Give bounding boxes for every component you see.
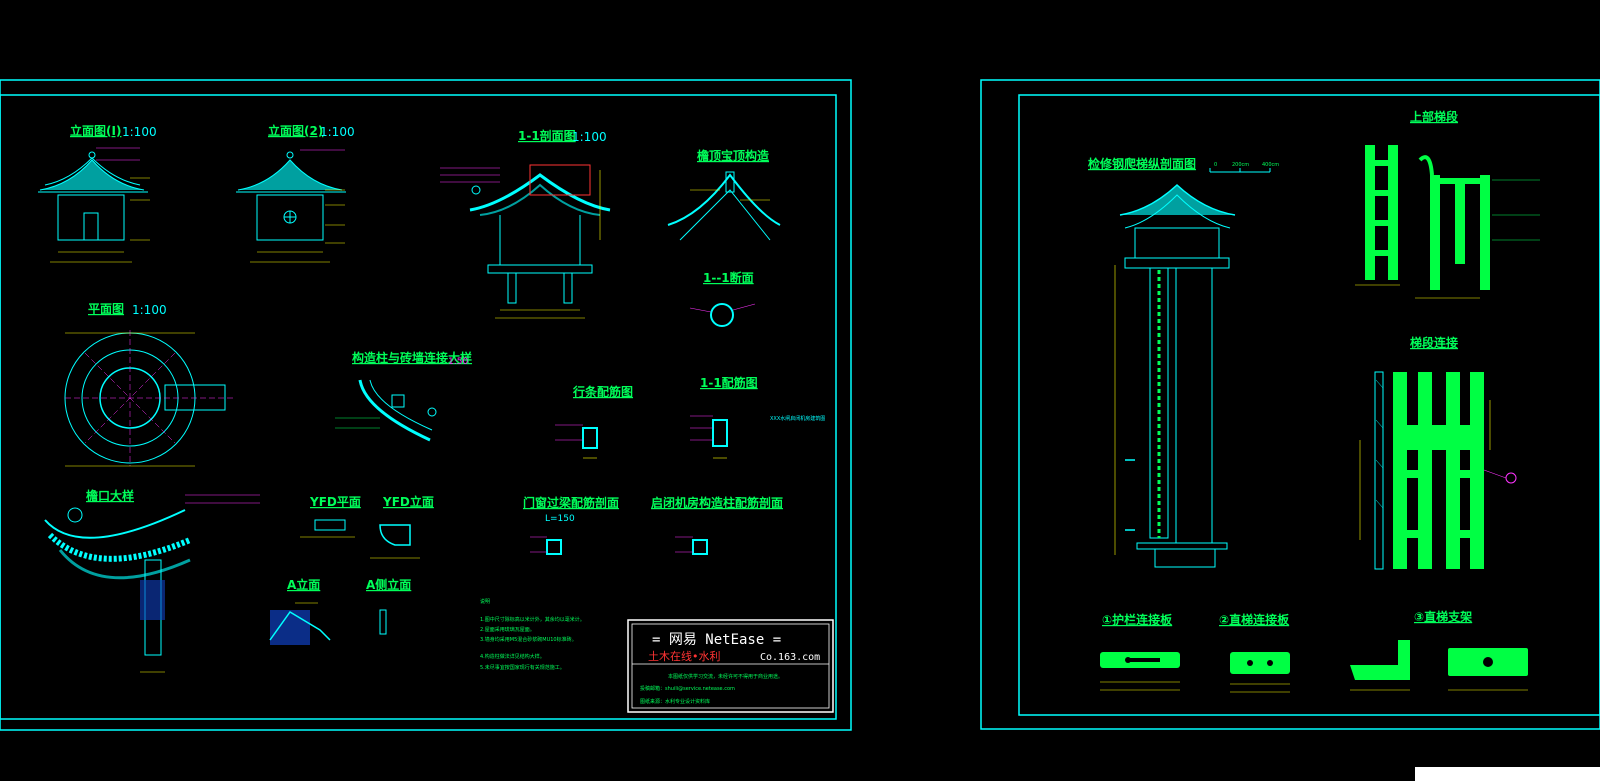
plan-scale: 1:100 <box>132 303 167 317</box>
note-line: 4.构造柱做法详见结构大样。 <box>480 653 545 660</box>
a-side-view: A侧立面 <box>366 577 411 635</box>
detail-3-view: ③直梯支架 <box>1350 609 1528 691</box>
eave-detail-title: 檐口大样 <box>86 488 134 503</box>
section-1-1b-title: 1--1断面 <box>703 270 754 285</box>
sheet-left: 立面图(I) 1:100 立面图(2) 1:100 <box>0 79 852 731</box>
lintel-view: 门窗过梁配筋剖面 L=150 <box>523 495 619 555</box>
column-rebar-view: 启闭机房构造柱配筋剖面 <box>651 495 783 555</box>
sheet-right-inner-border <box>1018 94 1600 716</box>
title-block-url: Co.163.com <box>760 652 820 663</box>
side-note: XXX水闸启闭机房建筑图 <box>770 415 825 422</box>
section-1-1-view: 1-1剖面图 1:100 <box>440 128 611 319</box>
elevation-2-scale: 1:100 <box>320 125 355 139</box>
yfd-plan-title: YFD平面 <box>309 495 361 509</box>
title-block-line1: 本图纸仅供学习交流，未经许可不得用于商业用途。 <box>668 673 783 680</box>
upper-segment-view: 上部梯段 <box>1355 109 1540 299</box>
note-line: 5.未尽事宜按国家现行有关规范施工。 <box>480 664 565 671</box>
section-1-1-title: 1-1剖面图 <box>518 128 576 143</box>
ladder-section-view: 检修钢爬梯纵剖面图 0 200cm 400cm <box>1088 156 1279 568</box>
ladder-section-title: 检修钢爬梯纵剖面图 <box>1088 156 1196 171</box>
elevation-1-view: 立面图(I) 1:100 <box>38 123 157 263</box>
title-block-site: 土木在线•水利 <box>648 649 721 663</box>
plan-view: 平面图 1:100 <box>64 302 235 467</box>
title-block: = 网易 NetEase = 土木在线•水利 Co.163.com 本图纸仅供学… <box>627 619 834 713</box>
detail-2-title: ②直梯连接板 <box>1219 612 1290 627</box>
detail-1-title: ①护栏连接板 <box>1102 612 1173 627</box>
roof-detail-title: 檐顶宝顶构造 <box>697 148 770 163</box>
rebar-1-1-view: 1-1配筋图 <box>690 375 758 459</box>
note-line: 1.图中尺寸除标高以米计外，其余均以毫米计。 <box>480 616 585 623</box>
note-line: 2.屋面采用琉璃瓦屋面。 <box>480 626 535 633</box>
sheet-left-outer-border <box>0 79 852 731</box>
sheet-right-outer-border <box>980 79 1600 730</box>
eave-detail-view: 檐口大样 <box>44 488 260 673</box>
notes-heading: 说明 <box>480 598 490 605</box>
elevation-1-title: 立面图(I) <box>70 123 121 138</box>
yfd-elevation-view: YFD立面 <box>370 494 434 559</box>
title-block-line3: 图纸来源：水利专业设计资料库 <box>640 698 710 705</box>
plan-title: 平面图 <box>88 302 124 316</box>
section-1-1-scale: 1:100 <box>572 130 607 144</box>
sheet-right: 检修钢爬梯纵剖面图 0 200cm 400cm 上部梯段 <box>980 79 1600 730</box>
elevation-1-scale: 1:100 <box>122 125 157 139</box>
rebar-title: 行条配筋图 <box>572 384 633 399</box>
yfd-plan-view: YFD平面 <box>300 495 361 538</box>
rebar-1-1-title: 1-1配筋图 <box>700 375 758 390</box>
detail-3-title: ③直梯支架 <box>1414 609 1472 624</box>
column-detail-view: 构造柱与砖墙连接大样 1:50 <box>335 350 472 442</box>
column-rebar-title: 启闭机房构造柱配筋剖面 <box>651 495 783 510</box>
upper-segment-title: 上部梯段 <box>1410 109 1459 124</box>
scale-bar-label: 0 <box>1214 162 1217 168</box>
section-1-1b-view: 1--1断面 <box>689 270 756 327</box>
detail-1-view: ①护栏连接板 <box>1100 612 1180 691</box>
yfd-elevation-title: YFD立面 <box>382 494 434 509</box>
title-block-brand: = 网易 NetEase = <box>652 632 781 648</box>
connection-title: 梯段连接 <box>1410 335 1458 350</box>
rebar-view: 行条配筋图 <box>555 384 633 459</box>
detail-2-view: ②直梯连接板 <box>1219 612 1290 693</box>
lintel-title: 门窗过梁配筋剖面 <box>523 495 619 510</box>
a-side-title: A侧立面 <box>366 577 411 592</box>
roof-detail-view: 檐顶宝顶构造 <box>667 148 781 241</box>
connection-view: 梯段连接 <box>1359 335 1517 570</box>
a-elevation-view: A立面 <box>269 577 331 645</box>
scale-bar-label: 200cm <box>1232 162 1249 168</box>
lintel-length: L=150 <box>545 514 575 524</box>
sheet-left-inner-border <box>0 94 837 720</box>
horizontal-scrollbar[interactable] <box>1415 767 1600 781</box>
a-elevation-title: A立面 <box>287 577 320 592</box>
elevation-2-title: 立面图(2) <box>268 123 323 138</box>
elevation-2-view: 立面图(2) 1:100 <box>236 123 355 263</box>
scale-bar-label: 400cm <box>1262 162 1279 168</box>
column-detail-scale: 1:50 <box>448 357 468 367</box>
column-detail-title: 构造柱与砖墙连接大样 <box>352 350 472 365</box>
notes-block: 说明 1.图中尺寸除标高以米计外，其余均以毫米计。 2.屋面采用琉璃瓦屋面。 3… <box>480 598 585 671</box>
title-block-line2: 投稿邮箱：shuili@service.netease.com <box>640 685 735 692</box>
note-line: 3.墙身均采用M5混合砂浆砌MU10标准砖。 <box>480 636 577 643</box>
